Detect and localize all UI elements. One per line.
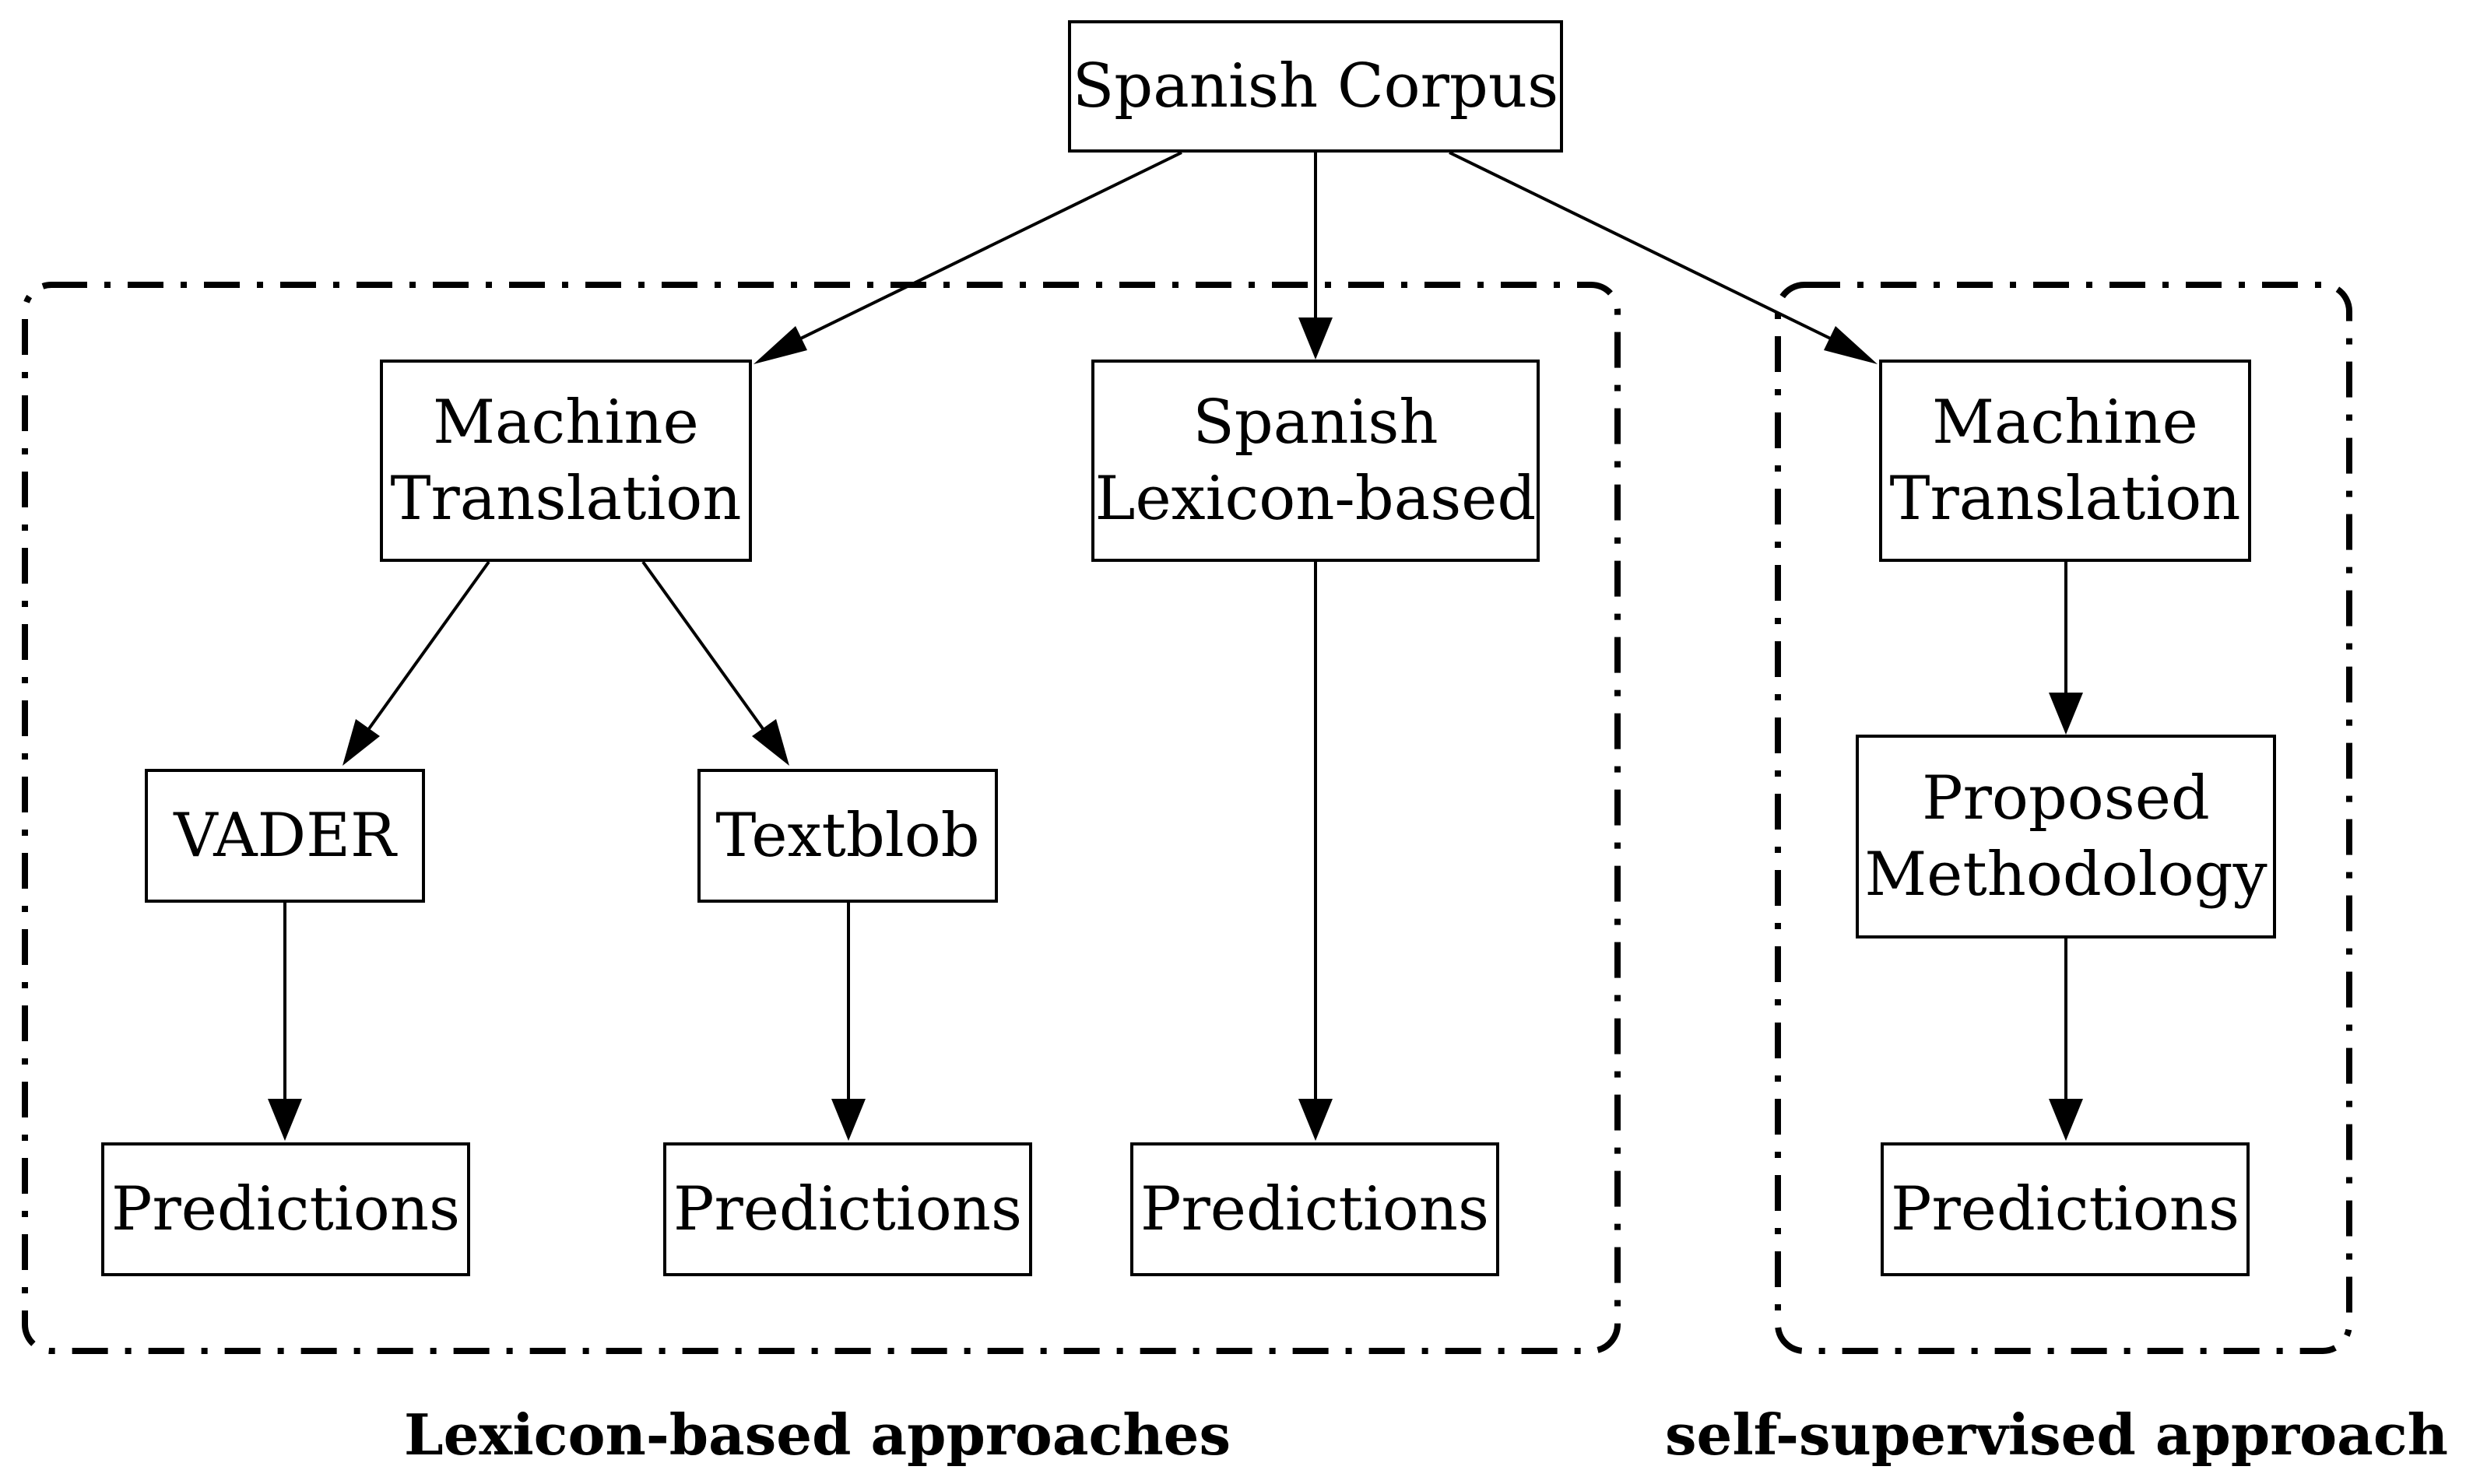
machine-translation-self-node: Machine Translation xyxy=(1879,360,2251,562)
arrowhead-icon xyxy=(268,1099,302,1141)
predictions-textblob-node: Predictions xyxy=(663,1142,1032,1276)
arrowhead-icon xyxy=(2049,693,2083,735)
arrowhead-icon xyxy=(2049,1099,2083,1141)
edge-textblob-to-predictions xyxy=(831,903,866,1141)
arrowhead-icon xyxy=(1824,326,1878,364)
vader-node: VADER xyxy=(145,769,425,903)
proposed-methodology-node: Proposed Methodology xyxy=(1856,735,2276,938)
node-label-line: Translation xyxy=(1889,464,2241,534)
spanish-corpus-label: Spanish Corpus xyxy=(1072,51,1559,121)
edge-corpus-to-mt-self xyxy=(1449,151,1878,364)
arrowhead-icon xyxy=(831,1099,866,1141)
node-label-line: Proposed xyxy=(1922,763,2210,833)
edge-corpus-to-mt-lexicon xyxy=(753,151,1182,364)
textblob-node: Textblob xyxy=(697,769,998,903)
edge-vader-to-predictions xyxy=(268,903,302,1141)
lexicon-group-frame xyxy=(22,282,1621,1354)
edge-corpus-to-spanish-lexicon xyxy=(1298,153,1333,360)
machine-translation-lexicon-node: Machine Translation xyxy=(380,360,752,562)
lexicon-group-caption: Lexicon-based approaches xyxy=(403,1402,1231,1468)
edge-mt-lexicon-to-textblob xyxy=(641,560,789,766)
node-label-line: Translation xyxy=(390,464,742,534)
edge-proposed-to-predictions xyxy=(2049,938,2083,1141)
node-label-line: Machine xyxy=(1932,388,2198,458)
arrowhead-icon xyxy=(1298,1099,1333,1141)
node-label-line: Methodology xyxy=(1864,840,2268,910)
predictions-vader-node: Predictions xyxy=(101,1142,470,1276)
edge-spanish-lexicon-to-predictions xyxy=(1298,562,1333,1141)
vader-label: VADER xyxy=(174,801,396,871)
spanish-corpus-node: Spanish Corpus xyxy=(1068,20,1563,153)
node-label-line: Machine xyxy=(433,388,699,458)
predictions-spanish-node: Predictions xyxy=(1130,1142,1499,1276)
arrowhead-icon xyxy=(753,326,807,364)
spanish-lexicon-based-node: Spanish Lexicon-based xyxy=(1091,360,1540,562)
arrowhead-icon xyxy=(1298,317,1333,360)
predictions-label: Predictions xyxy=(111,1174,460,1244)
edge-mt-self-to-proposed xyxy=(2049,562,2083,735)
self-supervised-group-frame xyxy=(1775,282,2352,1354)
node-label-line: Spanish xyxy=(1193,388,1438,458)
textblob-label: Textblob xyxy=(715,801,980,871)
edges xyxy=(268,151,2083,1141)
node-label-line: Lexicon-based xyxy=(1094,464,1537,534)
arrowhead-icon xyxy=(342,719,380,766)
predictions-label: Predictions xyxy=(1140,1174,1489,1244)
predictions-label: Predictions xyxy=(1890,1174,2239,1244)
arrowhead-icon xyxy=(752,719,789,766)
self-supervised-group-caption: self-supervised approach xyxy=(1664,1402,2449,1468)
predictions-label: Predictions xyxy=(673,1174,1022,1244)
predictions-proposed-node: Predictions xyxy=(1881,1142,2250,1276)
edge-mt-lexicon-to-vader xyxy=(342,560,490,766)
